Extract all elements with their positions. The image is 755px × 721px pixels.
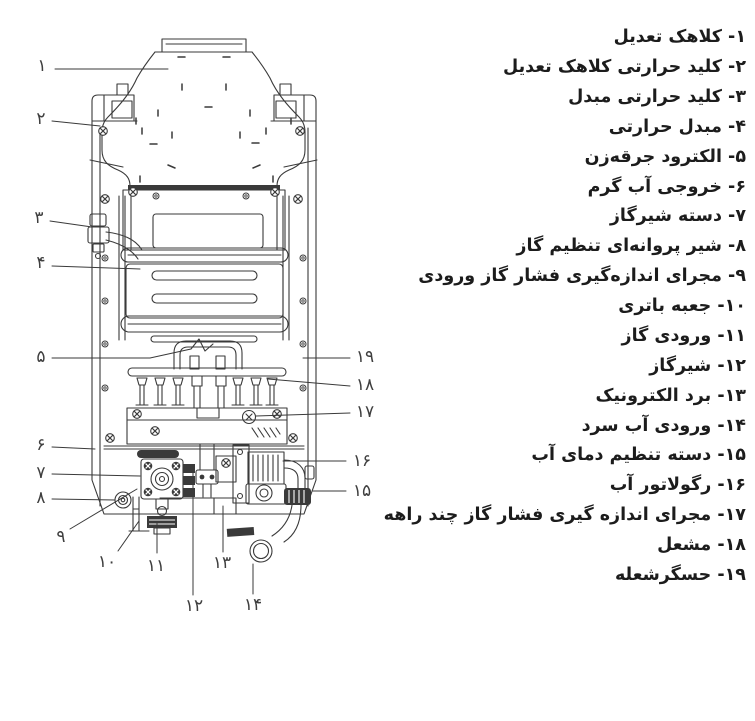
exchanger-thermostat-shape bbox=[87, 213, 143, 260]
parts-list-item-3: ۳- کلید حرارتی مبدل bbox=[568, 87, 746, 107]
water-regulator-shape bbox=[226, 427, 315, 563]
parts-list-item-13: ۱۳- برد الکترونیک bbox=[595, 386, 746, 406]
parts-list-item-16: ۱۶- رگولاتور آب bbox=[609, 475, 746, 495]
center-pipe-shape bbox=[159, 443, 237, 515]
parts-list-item-4: ۴- مبدل حرارتی bbox=[608, 117, 746, 137]
parts-list-item-2: ۲- کلید حرارتی کلاهک تعدیل bbox=[502, 57, 746, 77]
callout-number-11: ۱۱ bbox=[146, 556, 166, 576]
parts-list-item-19: ۱۹- حسگرشعله bbox=[614, 565, 746, 585]
callout-number-12: ۱۲ bbox=[184, 596, 204, 616]
parts-list-item-17: ۱۷- مجرای اندازه گیری فشار گاز چند راهه bbox=[383, 505, 746, 525]
parts-list-item-18: ۱۸- مشعل bbox=[657, 535, 746, 555]
parts-list-item-8: ۸- شیر پروانه‌ای تنظیم گاز bbox=[516, 236, 746, 256]
callout-number-5: ۵ bbox=[36, 347, 46, 367]
callout-number-14: ۱۴ bbox=[243, 595, 263, 615]
callout-number-3: ۳ bbox=[34, 208, 44, 228]
parts-list-item-5: ۵- الکترود جرقه‌زن bbox=[584, 147, 746, 167]
burner-assembly-shape bbox=[105, 367, 298, 445]
callout-number-1: ۱ bbox=[37, 56, 47, 76]
leader-lines bbox=[49, 68, 351, 596]
callout-number-9: ۹ bbox=[56, 527, 66, 547]
callout-number-8: ۸ bbox=[36, 488, 46, 508]
callout-number-7: ۷ bbox=[36, 463, 46, 483]
parts-list-item-7: ۷- دسته شیرگاز bbox=[609, 206, 746, 226]
parts-list-item-15: ۱۵- دسته تنظیم دمای آب bbox=[531, 445, 746, 465]
callout-number-17: ۱۷ bbox=[355, 402, 375, 422]
parts-list-item-14: ۱۴- ورودی آب سرد bbox=[581, 416, 746, 436]
cabinet-shape bbox=[89, 120, 318, 515]
parts-list-item-9: ۹- مجرای اندازه‌گیری فشار گاز ورودی bbox=[418, 266, 746, 286]
mounting-brackets-shape bbox=[91, 83, 317, 122]
callout-number-13: ۱۳ bbox=[212, 553, 232, 573]
callout-number-15: ۱۵ bbox=[352, 481, 372, 501]
callout-number-18: ۱۸ bbox=[355, 375, 375, 395]
parts-list-item-1: ۱- کلاهک تعدیل bbox=[613, 27, 746, 47]
callout-number-2: ۲ bbox=[36, 109, 46, 129]
electrode-and-pipe-loop-shape bbox=[149, 338, 243, 370]
callout-number-19: ۱۹ bbox=[355, 347, 375, 367]
shelf-shape bbox=[103, 445, 305, 458]
chamber-frame-shape bbox=[122, 185, 286, 251]
parts-list-item-10: ۱۰- جعبه باتری bbox=[618, 296, 746, 316]
parts-list-item-12: ۱۲- شیرگاز bbox=[649, 356, 746, 376]
gas-valve-shape bbox=[140, 458, 195, 535]
battery-box-shape bbox=[114, 491, 150, 532]
callout-number-4: ۴ bbox=[36, 253, 46, 273]
draft-diverter-hood-shape bbox=[98, 38, 306, 204]
callout-number-10: ۱۰ bbox=[97, 552, 117, 572]
parts-list-item-11: ۱۱- ورودی گاز bbox=[621, 326, 747, 346]
heat-exchanger-shape bbox=[120, 247, 289, 343]
callout-number-16: ۱۶ bbox=[352, 451, 372, 471]
parts-list-item-6: ۶- خروجی آب گرم bbox=[587, 177, 746, 197]
callout-number-6: ۶ bbox=[36, 435, 46, 455]
